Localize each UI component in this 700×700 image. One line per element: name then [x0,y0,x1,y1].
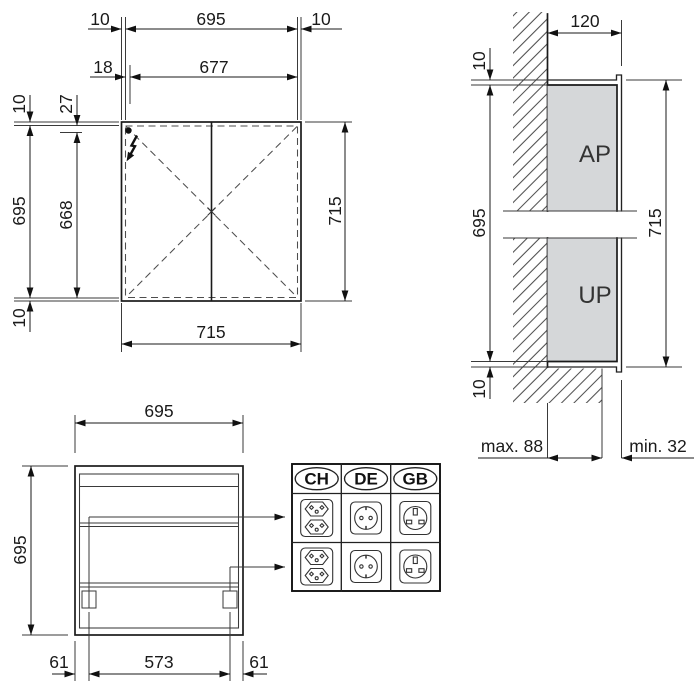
section-view: 120 10 695 10 715 AP UP max. 88 min. 32 [469,11,694,462]
mirror-profile-top [546,74,623,212]
schuko-socket-icon [349,501,383,535]
front-view: 10 695 10 18 677 10 27 695 668 10 715 71… [9,9,352,352]
header-label-gb: GB [403,470,429,489]
dim-gap-bottom: 10 [469,379,489,399]
dim-height: 695 [10,535,30,564]
cabinet-outline-flush [546,237,618,363]
header-label-ch: CH [304,470,329,489]
dim-inner-width: 677 [199,57,228,77]
dim-overhang-left: 10 [90,9,110,29]
header-label-de: DE [354,470,378,489]
connection-point-dot [125,127,132,134]
dim-mirror-height: 715 [325,196,345,225]
swiss-socket-icon [300,547,334,586]
dim-body-width: 695 [196,9,225,29]
uk-socket-icon [399,549,432,584]
dim-body-height: 695 [469,208,489,237]
dim-overhang-top: 10 [9,94,29,114]
socket-box-right [222,590,238,609]
dim-overhang-right: 10 [311,9,331,29]
dim-depth: 120 [570,11,599,31]
dim-hinge-offset: 18 [93,57,112,77]
dim-recess-max: max. 88 [481,436,543,456]
dim-mirror-width: 715 [196,322,225,342]
dim-width: 695 [144,401,173,421]
socket-table: CH DE GB [291,463,441,592]
dim-mirror-height: 715 [645,208,665,237]
dim-margin-right: 61 [249,652,268,672]
header-ellipse-ch [294,467,339,491]
wall-hatch-below-niche [547,368,602,403]
flush-mount-label: UP [578,282,611,309]
cabinet-body-surface [547,85,617,211]
header-ellipse-gb [393,467,438,491]
dim-margin-left: 61 [49,652,68,672]
uk-socket-icon [399,500,432,536]
header-ellipse-de [343,467,389,491]
dim-connection-offset: 27 [56,94,76,113]
dim-projection-min: min. 32 [629,436,686,456]
schuko-socket-icon [349,549,383,584]
cabinet-body-flush [547,238,617,362]
mirror-profile-bottom [546,237,623,373]
lightning-bolt-icon [126,134,139,162]
dim-span: 573 [144,652,173,672]
surface-mount-label: AP [579,141,611,168]
cabinet-inner-outline [78,473,240,629]
dim-gap-top: 10 [469,51,489,71]
wall-hatch-lower [513,238,548,403]
dim-overhang-bottom: 10 [9,308,29,328]
wall-hatch-upper [513,12,548,211]
cabinet-outline-surface [546,84,618,212]
table-border [291,463,441,592]
dim-connection-height: 668 [56,200,76,229]
interior-view: 695 695 61 573 61 [10,401,285,681]
swiss-socket-icon [300,498,334,538]
center-mark [207,207,216,216]
dim-body-height: 695 [9,196,29,225]
cabinet-outline [74,465,244,636]
